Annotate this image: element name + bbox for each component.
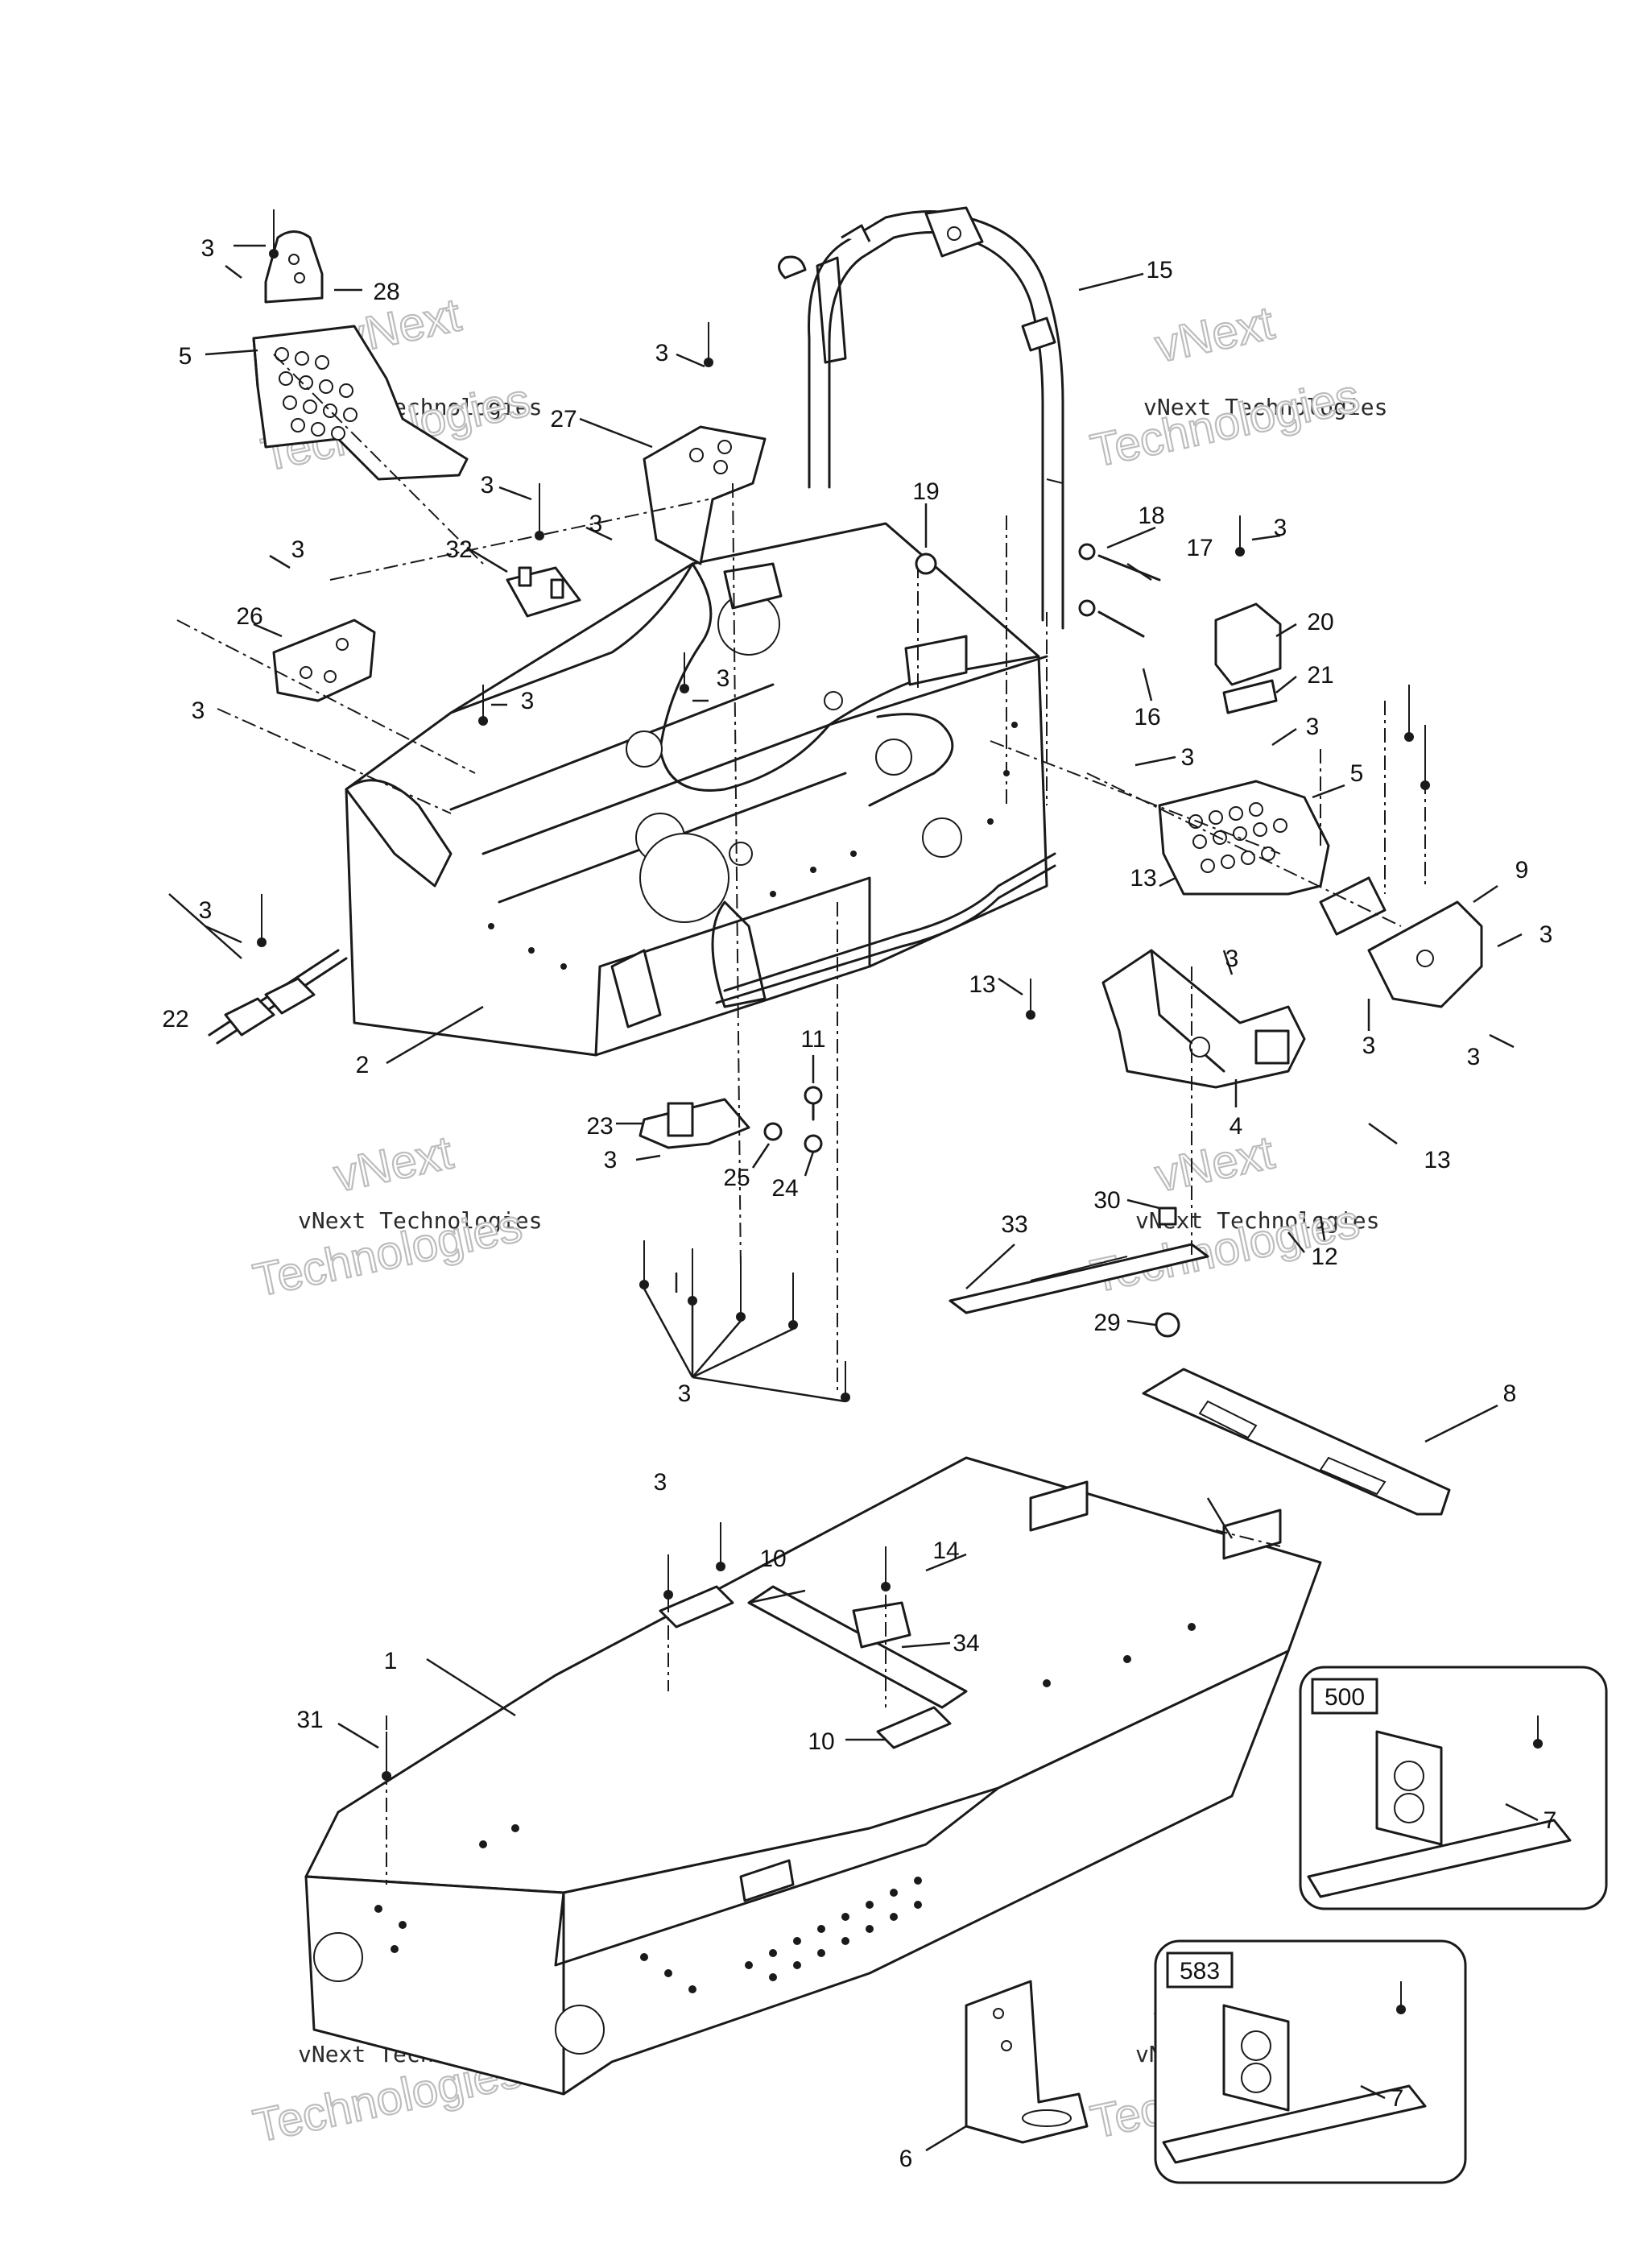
svg-text:vNext: vNext <box>1151 296 1279 372</box>
bracket-6 <box>965 1980 1089 2144</box>
plate-8 <box>1142 1368 1451 1516</box>
variant-box-583: 583 <box>1154 1939 1467 2184</box>
callout-12: 12 <box>1311 1244 1337 1270</box>
callout-22: 22 <box>162 1006 188 1033</box>
callout-19: 19 <box>912 478 939 505</box>
callout-3: 3 <box>1181 744 1195 771</box>
callout-3: 3 <box>1274 515 1287 541</box>
svg-text:vNext: vNext <box>329 1126 457 1202</box>
callout-31: 31 <box>296 1707 323 1733</box>
callout-3: 3 <box>199 897 213 924</box>
support-4 <box>1101 949 1306 1089</box>
front-frame-2 <box>345 522 1056 1057</box>
callout-3: 3 <box>655 340 669 366</box>
callout-1: 1 <box>384 1648 398 1674</box>
callout-13: 13 <box>1424 1147 1450 1173</box>
callout-23: 23 <box>586 1113 613 1140</box>
callout-34: 34 <box>953 1630 979 1657</box>
callout-29: 29 <box>1093 1310 1120 1336</box>
callout-5: 5 <box>1350 760 1364 787</box>
svg-text:vNext Technologies: vNext Technologies <box>1143 394 1387 420</box>
callout-8: 8 <box>1503 1380 1517 1407</box>
callout-2: 2 <box>356 1052 370 1078</box>
hinge-23 <box>639 1098 750 1149</box>
callout-3: 3 <box>192 697 205 724</box>
callout-17: 17 <box>1186 535 1213 561</box>
svg-text:vNext: vNext <box>1151 1126 1279 1202</box>
callout-3: 3 <box>654 1469 667 1496</box>
callout-3: 3 <box>201 235 215 262</box>
bar-34 <box>747 1585 968 1709</box>
callout-5: 5 <box>179 343 192 370</box>
callout-15: 15 <box>1146 257 1172 284</box>
callout-13: 13 <box>1130 865 1156 892</box>
callout-6: 6 <box>899 2146 913 2172</box>
clamp-22 <box>208 949 348 1045</box>
callout-21: 21 <box>1307 662 1333 689</box>
variant-box-500: 500 <box>1299 1666 1608 1910</box>
bracket-21 <box>1222 679 1278 714</box>
tunnel-1 <box>304 1456 1322 2096</box>
plate-33 <box>948 1243 1209 1314</box>
footrest-bracket-left-5 <box>252 325 469 481</box>
callout-33: 33 <box>1001 1211 1027 1238</box>
callout-18: 18 <box>1138 503 1164 529</box>
rivets <box>257 209 1543 2014</box>
callout-10: 10 <box>759 1546 786 1572</box>
callout-3: 3 <box>589 511 603 537</box>
footrest-bracket-right-5 <box>1158 780 1330 896</box>
bracket-9 <box>1319 876 1483 1008</box>
stud-plate-32 <box>506 566 581 618</box>
callout-30: 30 <box>1093 1187 1120 1214</box>
callout-leaders <box>168 244 1539 2152</box>
callout-3: 3 <box>1225 946 1239 972</box>
bracket-26 <box>272 619 376 702</box>
callout-13: 13 <box>969 971 995 998</box>
svg-text:vNext Technologies: vNext Technologies <box>298 1207 542 1234</box>
steering-support-15 <box>778 206 1064 630</box>
svg-text:Technologies: Technologies <box>1086 370 1364 478</box>
callout-3: 3 <box>481 472 494 499</box>
callout-25: 25 <box>723 1165 750 1191</box>
support-10-lower <box>876 1706 952 1749</box>
callout-28: 28 <box>373 279 399 305</box>
watermark-mid-right: vNext vNext Technologies Technologies <box>1085 1125 1379 1304</box>
callout-7: 7 <box>1391 2085 1404 2112</box>
callout-3: 3 <box>604 1147 618 1173</box>
callout-10: 10 <box>808 1728 834 1755</box>
watermark-top-right: vNext vNext Technologies Technologies <box>1085 296 1387 478</box>
watermark-mid-left: vNext vNext Technologies Technologies <box>248 1125 542 1308</box>
callout-26: 26 <box>236 603 262 630</box>
callout-9: 9 <box>1515 857 1529 884</box>
support-10-upper <box>659 1585 734 1629</box>
svg-text:500: 500 <box>1325 1684 1365 1711</box>
callout-20: 20 <box>1307 609 1333 635</box>
callout-3: 3 <box>521 688 535 714</box>
alignment-lines <box>176 354 1426 1885</box>
callout-labels: 3 28 5 3 27 3 3 32 3 26 3 3 3 19 15 18 1… <box>162 235 1556 2172</box>
callout-3: 3 <box>1362 1033 1376 1059</box>
svg-text:583: 583 <box>1180 1958 1220 1984</box>
callout-3: 3 <box>1467 1044 1481 1070</box>
callout-14: 14 <box>932 1538 959 1564</box>
callout-3: 3 <box>717 665 730 692</box>
callout-3: 3 <box>1306 714 1320 740</box>
callout-32: 32 <box>445 536 472 563</box>
callout-3: 3 <box>678 1380 692 1407</box>
bracket-28 <box>264 230 324 304</box>
callout-3: 3 <box>291 536 305 563</box>
bracket-20 <box>1214 602 1282 686</box>
cover-27 <box>643 425 767 565</box>
callout-16: 16 <box>1134 704 1160 730</box>
callout-7: 7 <box>1544 1807 1557 1834</box>
callout-27: 27 <box>550 406 577 432</box>
callout-24: 24 <box>771 1175 798 1202</box>
callout-11: 11 <box>800 1026 825 1053</box>
callout-3: 3 <box>1539 921 1553 948</box>
callout-4: 4 <box>1230 1113 1243 1140</box>
